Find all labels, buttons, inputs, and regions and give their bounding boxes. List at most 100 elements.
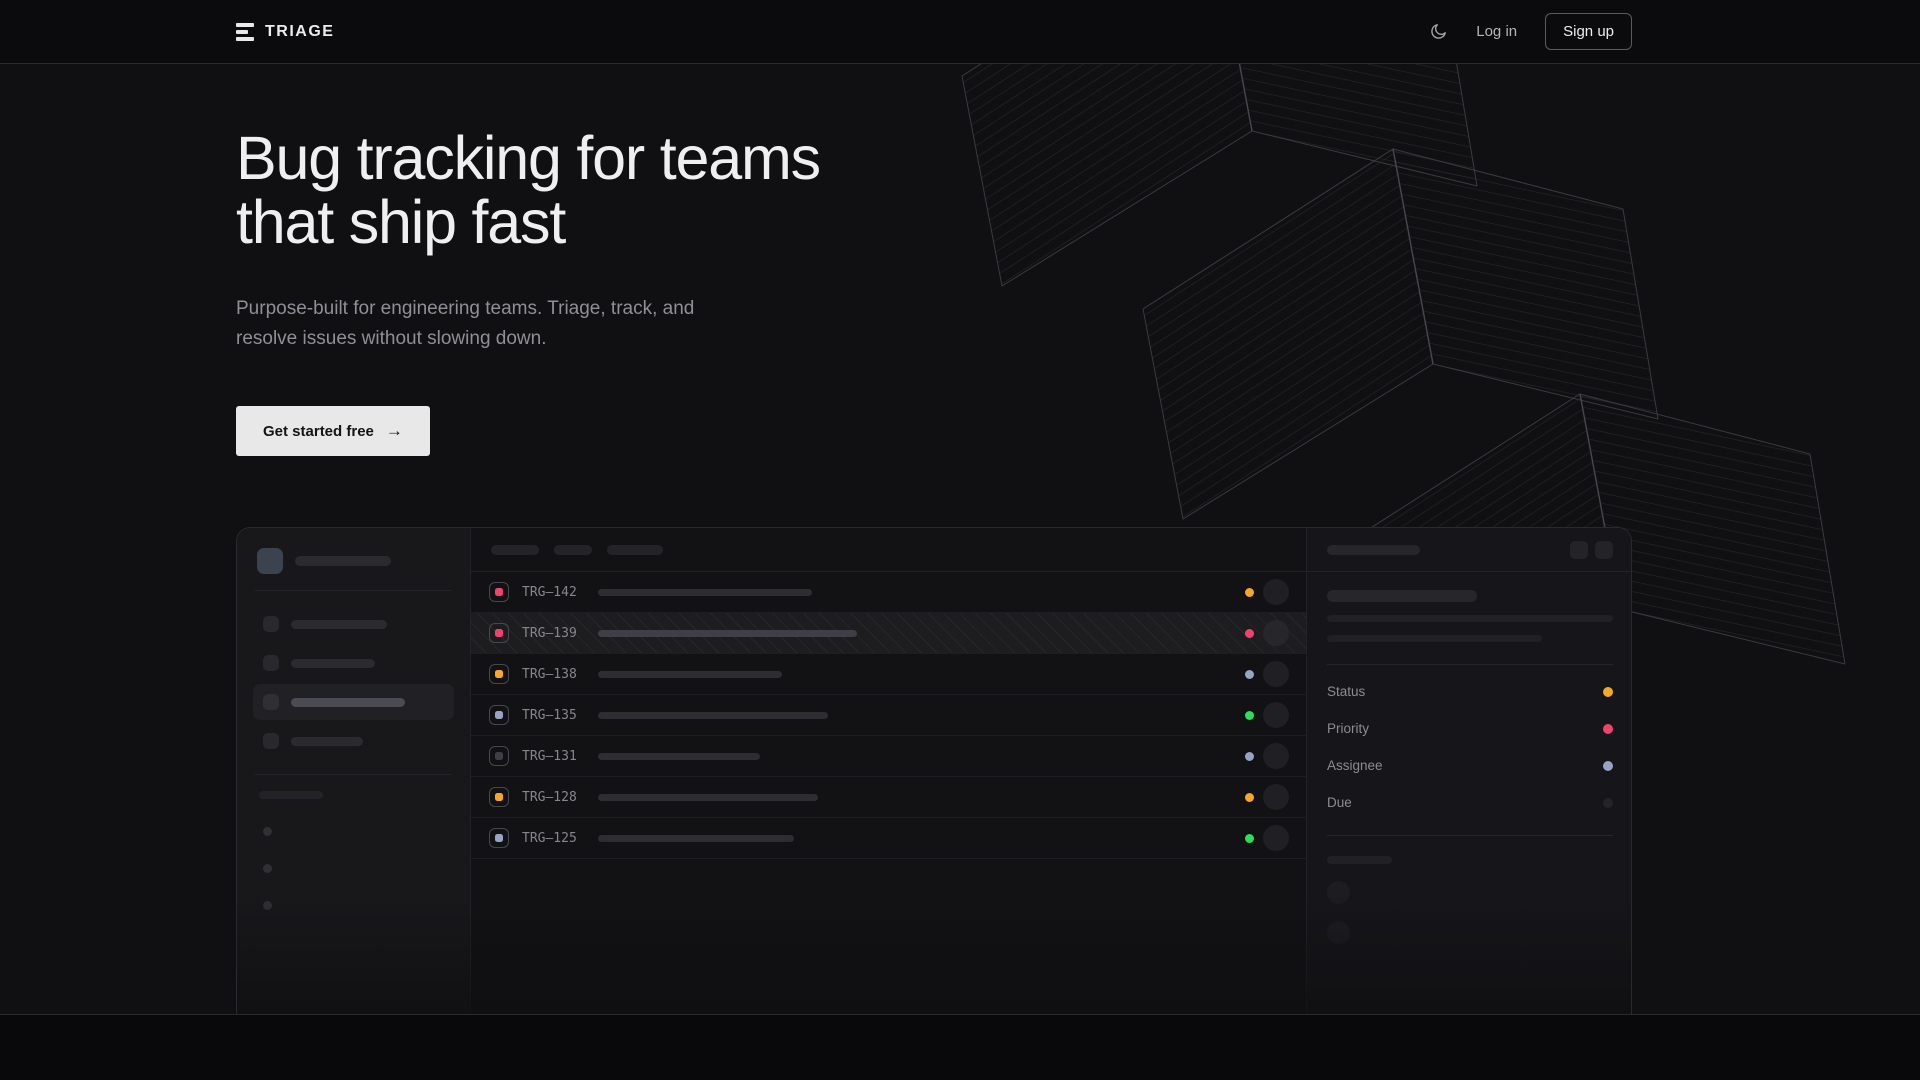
- issue-id: TRG–139: [522, 625, 577, 641]
- status-dot-icon: [1245, 587, 1254, 597]
- sidebar-dot: [263, 901, 272, 910]
- issue-title-skeleton: [598, 670, 782, 678]
- issue-row[interactable]: TRG–125: [471, 818, 1306, 859]
- theme-toggle-button[interactable]: [1429, 22, 1448, 41]
- sidebar-item[interactable]: [253, 723, 454, 759]
- sidebar-item-icon: [263, 733, 279, 749]
- field-label: Priority: [1327, 721, 1370, 736]
- list-tab-skeleton[interactable]: [491, 544, 539, 555]
- page-title: Bug tracking for teams that ship fast: [236, 126, 1632, 254]
- sidebar-item-skeleton: [291, 736, 363, 746]
- sidebar-item-icon: [263, 655, 279, 671]
- detail-fields: Status Priority Assignee Due: [1327, 673, 1613, 821]
- nav-actions: Log in Sign up: [1429, 13, 1632, 50]
- detail-field-row[interactable]: Assignee: [1327, 747, 1613, 784]
- signup-button[interactable]: Sign up: [1545, 13, 1632, 50]
- issue-row[interactable]: TRG–128: [471, 777, 1306, 818]
- app-preview-panel: TRG–142 TRG–139 TRG–138 TRG–135: [236, 527, 1632, 1014]
- issue-type-icon: [489, 746, 509, 766]
- divider: [255, 590, 452, 591]
- issue-id: TRG–138: [522, 666, 577, 682]
- issue-title-skeleton: [598, 752, 760, 760]
- issue-rows: TRG–142 TRG–139 TRG–138 TRG–135: [471, 572, 1306, 859]
- detail-text-skeleton: [1327, 635, 1542, 642]
- status-dot-icon: [1245, 710, 1254, 720]
- preview-sidebar: [237, 528, 471, 1014]
- brand[interactable]: TRIAGE: [236, 22, 334, 41]
- issue-type-icon: [489, 623, 509, 643]
- issue-row[interactable]: TRG–142: [471, 572, 1306, 613]
- sidebar-item-skeleton: [291, 697, 405, 707]
- detail-field-row[interactable]: Status: [1327, 673, 1613, 710]
- hero-subtitle: Purpose-built for engineering teams. Tri…: [236, 294, 1632, 354]
- divider: [1327, 835, 1613, 836]
- triage-logo-icon: [236, 22, 254, 41]
- assignee-avatar[interactable]: [1263, 579, 1289, 605]
- detail-header-skeleton: [1327, 544, 1420, 555]
- assignee-avatar[interactable]: [1263, 661, 1289, 687]
- issue-detail-panel: Status Priority Assignee Due: [1306, 528, 1631, 1014]
- field-value-dot-icon: [1603, 797, 1613, 808]
- detail-text-skeleton: [1327, 615, 1613, 622]
- detail-header: [1307, 528, 1631, 572]
- footer: [0, 1014, 1920, 1080]
- detail-actions: [1570, 540, 1613, 559]
- detail-action-button[interactable]: [1595, 540, 1613, 559]
- sidebar-item-icon: [263, 616, 279, 632]
- detail-field-row[interactable]: Due: [1327, 784, 1613, 821]
- status-dot-icon: [1245, 628, 1254, 638]
- assignee-avatar[interactable]: [1263, 620, 1289, 646]
- list-tab-skeleton[interactable]: [607, 544, 663, 555]
- sidebar-dot: [263, 864, 272, 873]
- workspace-avatar: [257, 548, 283, 574]
- detail-field-row[interactable]: Priority: [1327, 710, 1613, 747]
- workspace-switcher[interactable]: [253, 546, 454, 590]
- field-label: Status: [1327, 684, 1366, 699]
- field-label: Assignee: [1327, 758, 1383, 773]
- status-dot-icon: [1245, 669, 1254, 679]
- issue-title-skeleton: [598, 588, 812, 596]
- hero-subtitle-line2: resolve issues without slowing down.: [236, 328, 547, 349]
- issue-type-icon: [489, 664, 509, 684]
- sidebar-item[interactable]: [253, 645, 454, 681]
- list-tab-skeleton[interactable]: [554, 544, 592, 555]
- login-link[interactable]: Log in: [1476, 23, 1518, 40]
- issue-title-skeleton: [598, 629, 857, 637]
- field-value-dot-icon: [1603, 723, 1613, 734]
- moon-icon: [1431, 24, 1447, 39]
- sidebar-item[interactable]: [253, 606, 454, 642]
- issue-title-skeleton: [598, 834, 794, 842]
- sidebar-item-icon: [263, 694, 279, 710]
- issue-type-icon: [489, 705, 509, 725]
- issue-row[interactable]: TRG–135: [471, 695, 1306, 736]
- arrow-right-icon: →: [385, 421, 403, 440]
- issue-type-icon: [489, 787, 509, 807]
- status-dot-icon: [1245, 751, 1254, 761]
- issue-title-skeleton: [598, 711, 828, 719]
- issue-list-header: [471, 528, 1306, 572]
- issue-type-icon: [489, 582, 509, 602]
- assignee-avatar[interactable]: [1263, 784, 1289, 810]
- assignee-avatar[interactable]: [1263, 743, 1289, 769]
- assignee-avatar[interactable]: [1263, 825, 1289, 851]
- activity-avatar-skeleton: [1327, 881, 1350, 904]
- workspace-name-skeleton: [295, 556, 391, 566]
- issue-row[interactable]: TRG–139: [471, 613, 1306, 654]
- field-label: Due: [1327, 795, 1352, 810]
- page-title-line2: that ship fast: [236, 188, 566, 256]
- issue-id: TRG–131: [522, 748, 577, 764]
- get-started-button[interactable]: Get started free →: [236, 406, 430, 456]
- field-value-dot-icon: [1603, 760, 1613, 771]
- issue-title-skeleton: [598, 793, 818, 801]
- page-title-line1: Bug tracking for teams: [236, 124, 821, 192]
- detail-body: Status Priority Assignee Due: [1307, 572, 1631, 962]
- sidebar-item-active[interactable]: [253, 684, 454, 720]
- activity-label-skeleton: [1327, 856, 1392, 864]
- detail-title-skeleton: [1327, 590, 1477, 602]
- hero-section: Bug tracking for teams that ship fast Pu…: [0, 64, 1920, 1014]
- field-value-dot-icon: [1603, 686, 1613, 697]
- issue-row[interactable]: TRG–138: [471, 654, 1306, 695]
- issue-row[interactable]: TRG–131: [471, 736, 1306, 777]
- assignee-avatar[interactable]: [1263, 702, 1289, 728]
- detail-action-button[interactable]: [1570, 540, 1588, 559]
